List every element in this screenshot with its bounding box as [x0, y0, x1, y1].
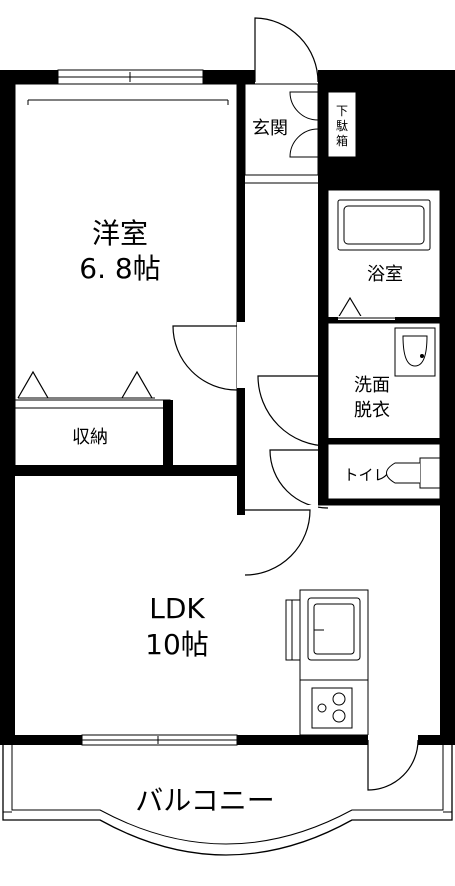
- label-washroom-1: 洗面: [354, 375, 390, 396]
- label-western-name: 洋室: [92, 217, 148, 250]
- label-ldk-size: 10帖: [145, 628, 209, 661]
- label-western-size: 6. 8帖: [79, 252, 160, 285]
- wall-western-right: [237, 84, 245, 514]
- balcony-outline: [2, 745, 453, 856]
- toilet-tank: [419, 457, 441, 489]
- storage-door-right[interactable]: [121, 370, 153, 399]
- ldk-door[interactable]: [244, 509, 311, 576]
- label-balcony: バルコニー: [135, 784, 274, 817]
- western-door[interactable]: [172, 325, 238, 391]
- label-toilet: トイレ: [343, 466, 388, 484]
- washbasin: [394, 327, 436, 377]
- label-ldk-name: LDK: [149, 592, 205, 625]
- storage-door-left[interactable]: [17, 370, 49, 399]
- label-washroom-2: 脱衣: [354, 400, 390, 421]
- balcony-door[interactable]: [367, 739, 419, 791]
- washroom-door[interactable]: [257, 375, 329, 447]
- label-bath: 浴室: [367, 264, 403, 285]
- label-shoebox-1: 下: [336, 104, 348, 118]
- wall-left-outer: [0, 70, 15, 745]
- label-shoebox-3: 箱: [336, 133, 348, 148]
- label-entrance: 玄関: [252, 118, 288, 139]
- toilet-bowl: [386, 462, 420, 484]
- entrance-door[interactable]: [254, 17, 319, 83]
- label-storage: 収納: [72, 427, 108, 448]
- label-shoebox-2: 駄: [336, 118, 348, 133]
- bath-door[interactable]: [337, 296, 363, 319]
- kitchen-stove: [311, 687, 353, 729]
- wall-right-outer: [440, 70, 455, 745]
- shoe-box: [327, 91, 357, 158]
